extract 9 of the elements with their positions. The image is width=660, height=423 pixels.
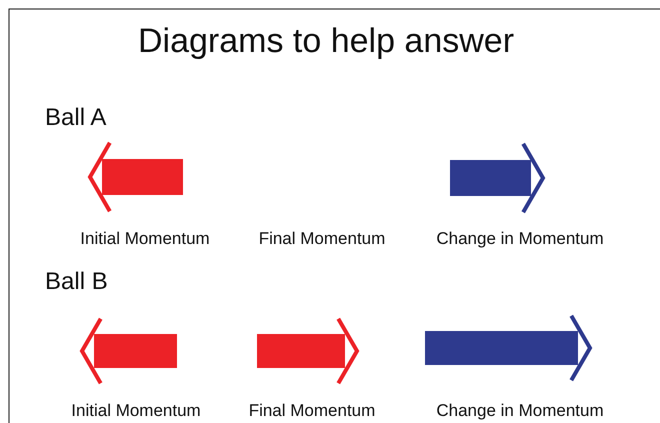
- vector-label: Initial Momentum: [71, 401, 201, 421]
- ball-label: Ball A: [45, 104, 106, 132]
- vector-label: Final Momentum: [248, 401, 376, 421]
- ball-label: Ball B: [45, 268, 108, 296]
- title: Diagrams to help answer: [138, 22, 514, 61]
- vector-label: Change in Momentum: [436, 401, 604, 421]
- vector-label: Change in Momentum: [436, 229, 604, 249]
- vector-label: Final Momentum: [258, 229, 386, 249]
- vector-label: Initial Momentum: [80, 229, 210, 249]
